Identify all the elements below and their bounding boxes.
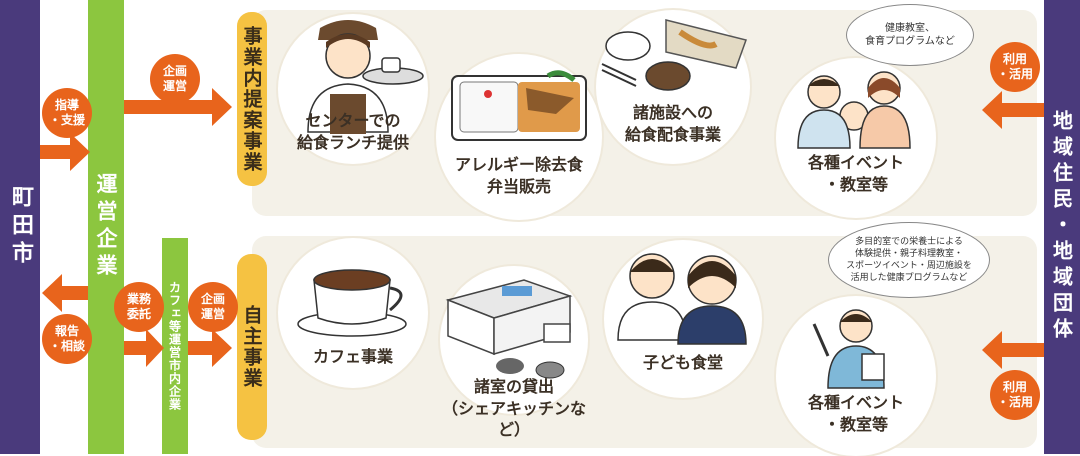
bottom-bubble: 多目的室での栄養士による 体験提供・親子料理教室・ スポーツイベント・周辺施設を… xyxy=(828,222,990,298)
bottom-item-rental-caption: 諸室の貸出 （シェアキッチンなど） xyxy=(441,377,586,440)
bottom-item-cafe: カフェ事業 xyxy=(278,238,428,388)
arrow-residents-to-bottom xyxy=(982,331,1044,369)
top-item-lunch-caption: センターでの 給食ランチ提供 xyxy=(296,111,409,152)
arrow-tenant-to-bottom xyxy=(188,329,232,367)
tenant-company-bar: カフェ等運営市内企業 xyxy=(162,238,188,454)
residents-label: 地域住民・地域団体 xyxy=(1049,110,1074,344)
kitchen-illustration xyxy=(445,279,573,379)
residents-bar: 地域住民・地域団体 xyxy=(1044,0,1080,454)
family-illustration xyxy=(797,71,911,149)
arrow-operator-to-top xyxy=(124,88,232,126)
arrow-city-to-operator xyxy=(40,133,90,171)
top-item-bento: アレルギー除去食 弁当販売 xyxy=(436,54,602,220)
meal-tray-illustration xyxy=(601,19,747,91)
children-illustration xyxy=(617,253,747,345)
instructor-illustration xyxy=(812,309,885,389)
badge-shidou-shien: 指導 ・支援 xyxy=(42,88,92,138)
top-item-bento-caption: アレルギー除去食 弁当販売 xyxy=(454,155,583,196)
bento-illustration xyxy=(451,70,587,141)
machida-city-label: 町田市 xyxy=(8,185,33,269)
top-item-events: 各種イベント ・教室等 xyxy=(776,58,936,218)
waitress-illustration xyxy=(307,20,424,134)
badge-kikaku-bottom: 企画 運営 xyxy=(188,282,238,332)
arrow-operator-to-tenant xyxy=(124,329,164,367)
bottom-section-label: 自主事業 xyxy=(237,254,267,440)
badge-gyomu-itaku: 業務 委託 xyxy=(114,282,164,332)
operator-company-bar: 運営企業 xyxy=(88,0,124,454)
bottom-item-kids: 子ども食堂 xyxy=(604,240,762,398)
badge-houkoku-soudan: 報告 ・相談 xyxy=(42,314,92,364)
top-item-events-caption: 各種イベント ・教室等 xyxy=(807,153,904,194)
top-item-delivery: 諸施設への 給食配食事業 xyxy=(596,10,750,164)
top-item-lunch: センターでの 給食ランチ提供 xyxy=(278,14,428,164)
top-item-delivery-caption: 諸施設への 給食配食事業 xyxy=(624,103,721,144)
arrow-residents-to-top xyxy=(982,91,1044,129)
bottom-item-rental: 諸室の貸出 （シェアキッチンなど） xyxy=(440,266,588,439)
arrow-operator-to-city xyxy=(42,274,88,312)
badge-riyou-top: 利用 ・活用 xyxy=(990,42,1040,92)
bottom-item-events: 各種イベント ・教室等 xyxy=(776,296,936,456)
badge-kikaku-top: 企画 運営 xyxy=(150,54,200,104)
operator-company-label: 運営企業 xyxy=(94,173,118,281)
bottom-item-events-caption: 各種イベント ・教室等 xyxy=(807,393,904,434)
badge-riyou-bottom: 利用 ・活用 xyxy=(990,370,1040,420)
top-section-label: 事業内提案事業 xyxy=(237,12,267,186)
bottom-item-cafe-caption: カフェ事業 xyxy=(312,347,393,366)
top-bubble: 健康教室、 食育プログラムなど xyxy=(846,4,974,66)
coffee-cup-illustration xyxy=(297,269,407,337)
machida-city-bar: 町田市 xyxy=(0,0,40,454)
tenant-company-label: カフェ等運営市内企業 xyxy=(167,281,182,411)
bottom-item-kids-caption: 子ども食堂 xyxy=(642,353,723,372)
